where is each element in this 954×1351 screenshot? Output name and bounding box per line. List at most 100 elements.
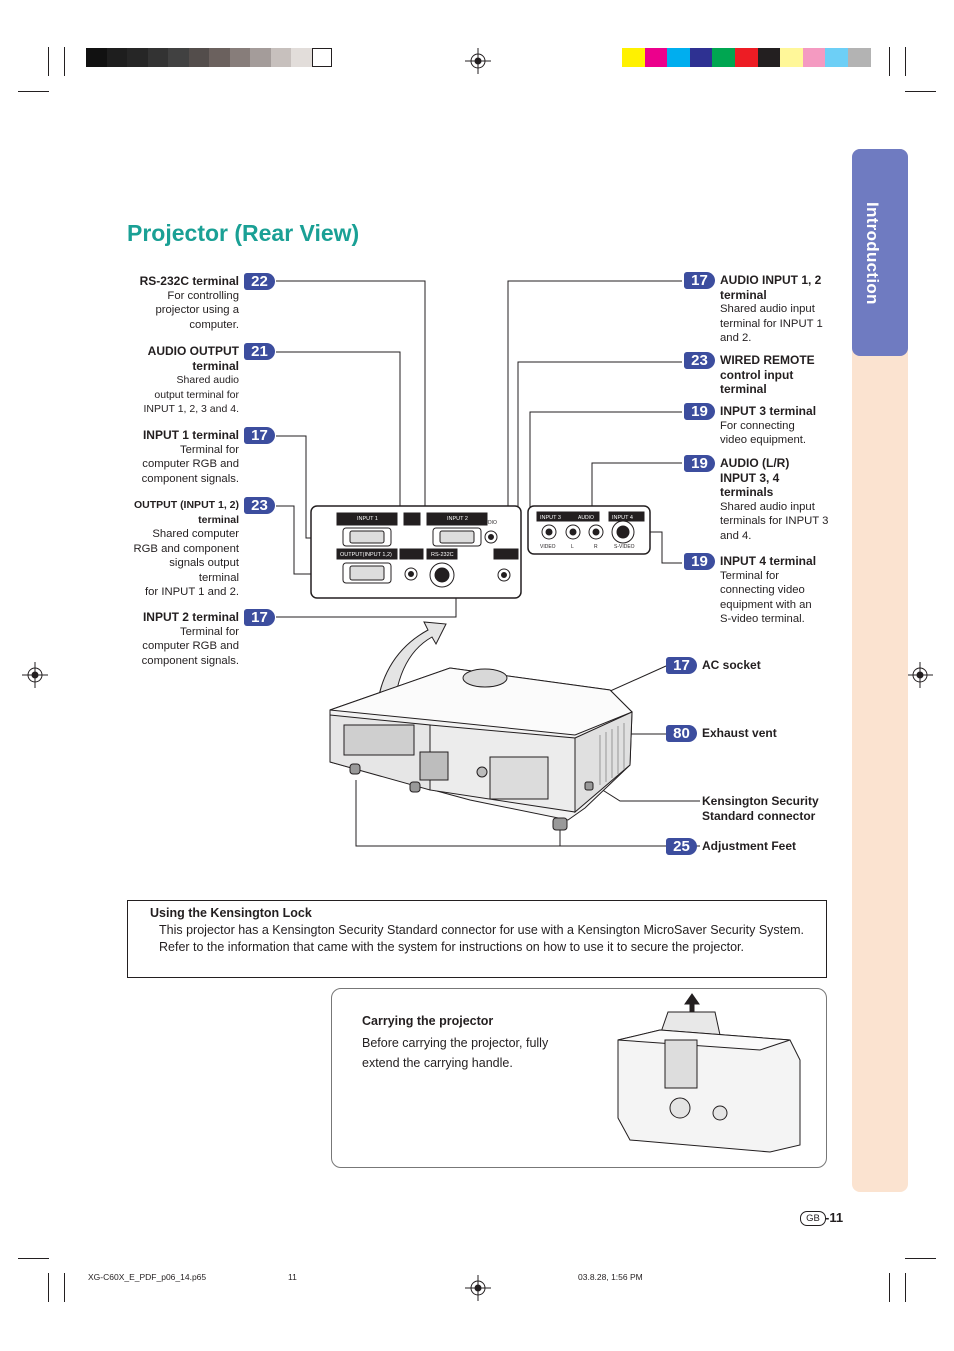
callout-description: terminal for INPUT 1 [720, 317, 823, 330]
callout-page-badge: 23 [684, 352, 715, 369]
gray-swatch [209, 48, 230, 67]
registration-mark-icon [907, 662, 933, 688]
rear-panel [310, 505, 651, 599]
callout-title: WIRED REMOTE [720, 353, 815, 367]
callout-title: control input [720, 367, 794, 382]
kensington-heading: Using the Kensington Lock [150, 906, 312, 920]
callout-description: computer. [189, 318, 239, 331]
color-swatch [848, 48, 871, 67]
color-swatch [802, 48, 826, 67]
gray-swatch [291, 48, 312, 67]
callout-page-badge: 23 [244, 497, 275, 514]
callout-page-badge: 80 [666, 725, 697, 742]
callout-description: Terminal for [720, 569, 780, 582]
crop-mark [905, 91, 936, 92]
callout-description: projector using a [155, 304, 239, 316]
panel-label-video: VIDEO [540, 544, 556, 550]
rear-panel-labels: INPUT 1 INPUT 2 OUTPUT(INPUT 1,2) RS-232… [340, 515, 633, 558]
panel-label-input2: INPUT 2 [447, 516, 468, 522]
callout-description: and 4. [720, 529, 752, 542]
callout-page-badge: 21 [244, 343, 275, 360]
callout-description: connecting video [720, 584, 805, 596]
color-swatch [825, 48, 848, 67]
callout-text: AC socket [702, 658, 842, 673]
callout-description: Shared audio input [720, 303, 815, 315]
crop-mark [889, 1273, 890, 1302]
callout-description: component signals. [141, 654, 239, 667]
color-swatch [689, 48, 713, 67]
callout-description: terminal [198, 571, 239, 584]
registration-mark-icon [465, 48, 491, 74]
color-swatch [667, 48, 690, 67]
carrying-heading: Carrying the projector [362, 1014, 494, 1028]
callout-page-badge: 19 [684, 403, 715, 420]
callout-description: INPUT 1, 2, 3 and 4. [143, 403, 239, 415]
rear-panel-sublabels: AUDIO VIDEO L R S-VIDEO AUDIO [481, 515, 635, 550]
callout-description: for INPUT 1 and 2. [145, 586, 239, 598]
callout-description: computer RGB and [142, 458, 239, 470]
callout-description: For connecting [720, 419, 795, 432]
side-tab-label: Introduction [863, 202, 882, 305]
color-swatch [644, 48, 668, 67]
page-number: -11 [825, 1210, 844, 1225]
kensington-body: This projector has a Kensington Security… [159, 923, 804, 954]
panel-label-output: OUTPUT(INPUT 1,2) [340, 552, 392, 558]
footer-file: XG-C60X_E_PDF_p06_14.p65 [88, 1272, 207, 1282]
callout-page-badge: 17 [666, 657, 697, 674]
panel-label-input3: INPUT 3 [540, 515, 561, 521]
callout-text: Exhaust vent [702, 726, 842, 741]
gray-swatch [229, 48, 250, 67]
callout-description: Shared audio [176, 374, 239, 386]
carrying-illustration [617, 993, 801, 1153]
kensington-note-box: Using the Kensington Lock This projector… [127, 900, 827, 978]
callout-page-badge: 19 [684, 455, 715, 472]
callout-page-badge: 19 [684, 553, 715, 570]
crop-mark [905, 1258, 936, 1259]
callout-title: AUDIO (L/R) [720, 456, 790, 470]
callout-title: terminal [720, 382, 767, 396]
callout-title: OUTPUT (INPUT 1, 2) [133, 499, 239, 511]
callout-title: Standard connector [702, 808, 816, 823]
callout-description: S-video terminal. [720, 613, 805, 625]
callout-description: Shared audio input [720, 500, 815, 513]
registration-mark-icon [22, 662, 48, 688]
callout-title: Kensington Security [702, 794, 819, 808]
callout-title: INPUT 1 terminal [142, 428, 239, 442]
gray-swatch [86, 48, 107, 67]
color-swatch [780, 48, 803, 67]
gray-swatch [188, 48, 209, 67]
callout-description: Shared computer [152, 528, 239, 540]
language-badge: GB [800, 1211, 826, 1226]
panel-label-audio-in: AUDIO [481, 520, 497, 526]
panel-label-r: R [594, 544, 598, 550]
side-tab[interactable] [852, 149, 908, 356]
registration-mark-icon [465, 1275, 491, 1301]
callout-title: AUDIO INPUT 1, 2 [720, 273, 822, 287]
callout-page-badge: 25 [666, 838, 697, 855]
footer-date: 03.8.28, 1:56 PM [578, 1272, 643, 1282]
gray-swatch [311, 48, 332, 67]
projector-illustration [329, 667, 633, 831]
panel-label-audio-r: AUDIO [578, 515, 594, 521]
callout-description: computer RGB and [142, 640, 239, 652]
callout-text: OUTPUT (INPUT 1, 2) terminal Shared comput… [90, 498, 239, 600]
panel-label-input4: INPUT 4 [612, 515, 633, 521]
callout-title: INPUT 2 terminal [142, 610, 239, 624]
gray-swatch [106, 48, 127, 67]
callout-title: Exhaust vent [702, 726, 777, 740]
callout-text: Adjustment Feet [702, 839, 842, 854]
crop-mark [905, 47, 906, 76]
crop-mark [64, 1273, 65, 1302]
gray-swatch [270, 48, 291, 67]
callout-page-badge: 17 [244, 609, 275, 626]
callout-title: AC socket [702, 658, 761, 672]
callout-description: RGB and component [133, 542, 239, 555]
panel-label-l: L [571, 544, 574, 550]
